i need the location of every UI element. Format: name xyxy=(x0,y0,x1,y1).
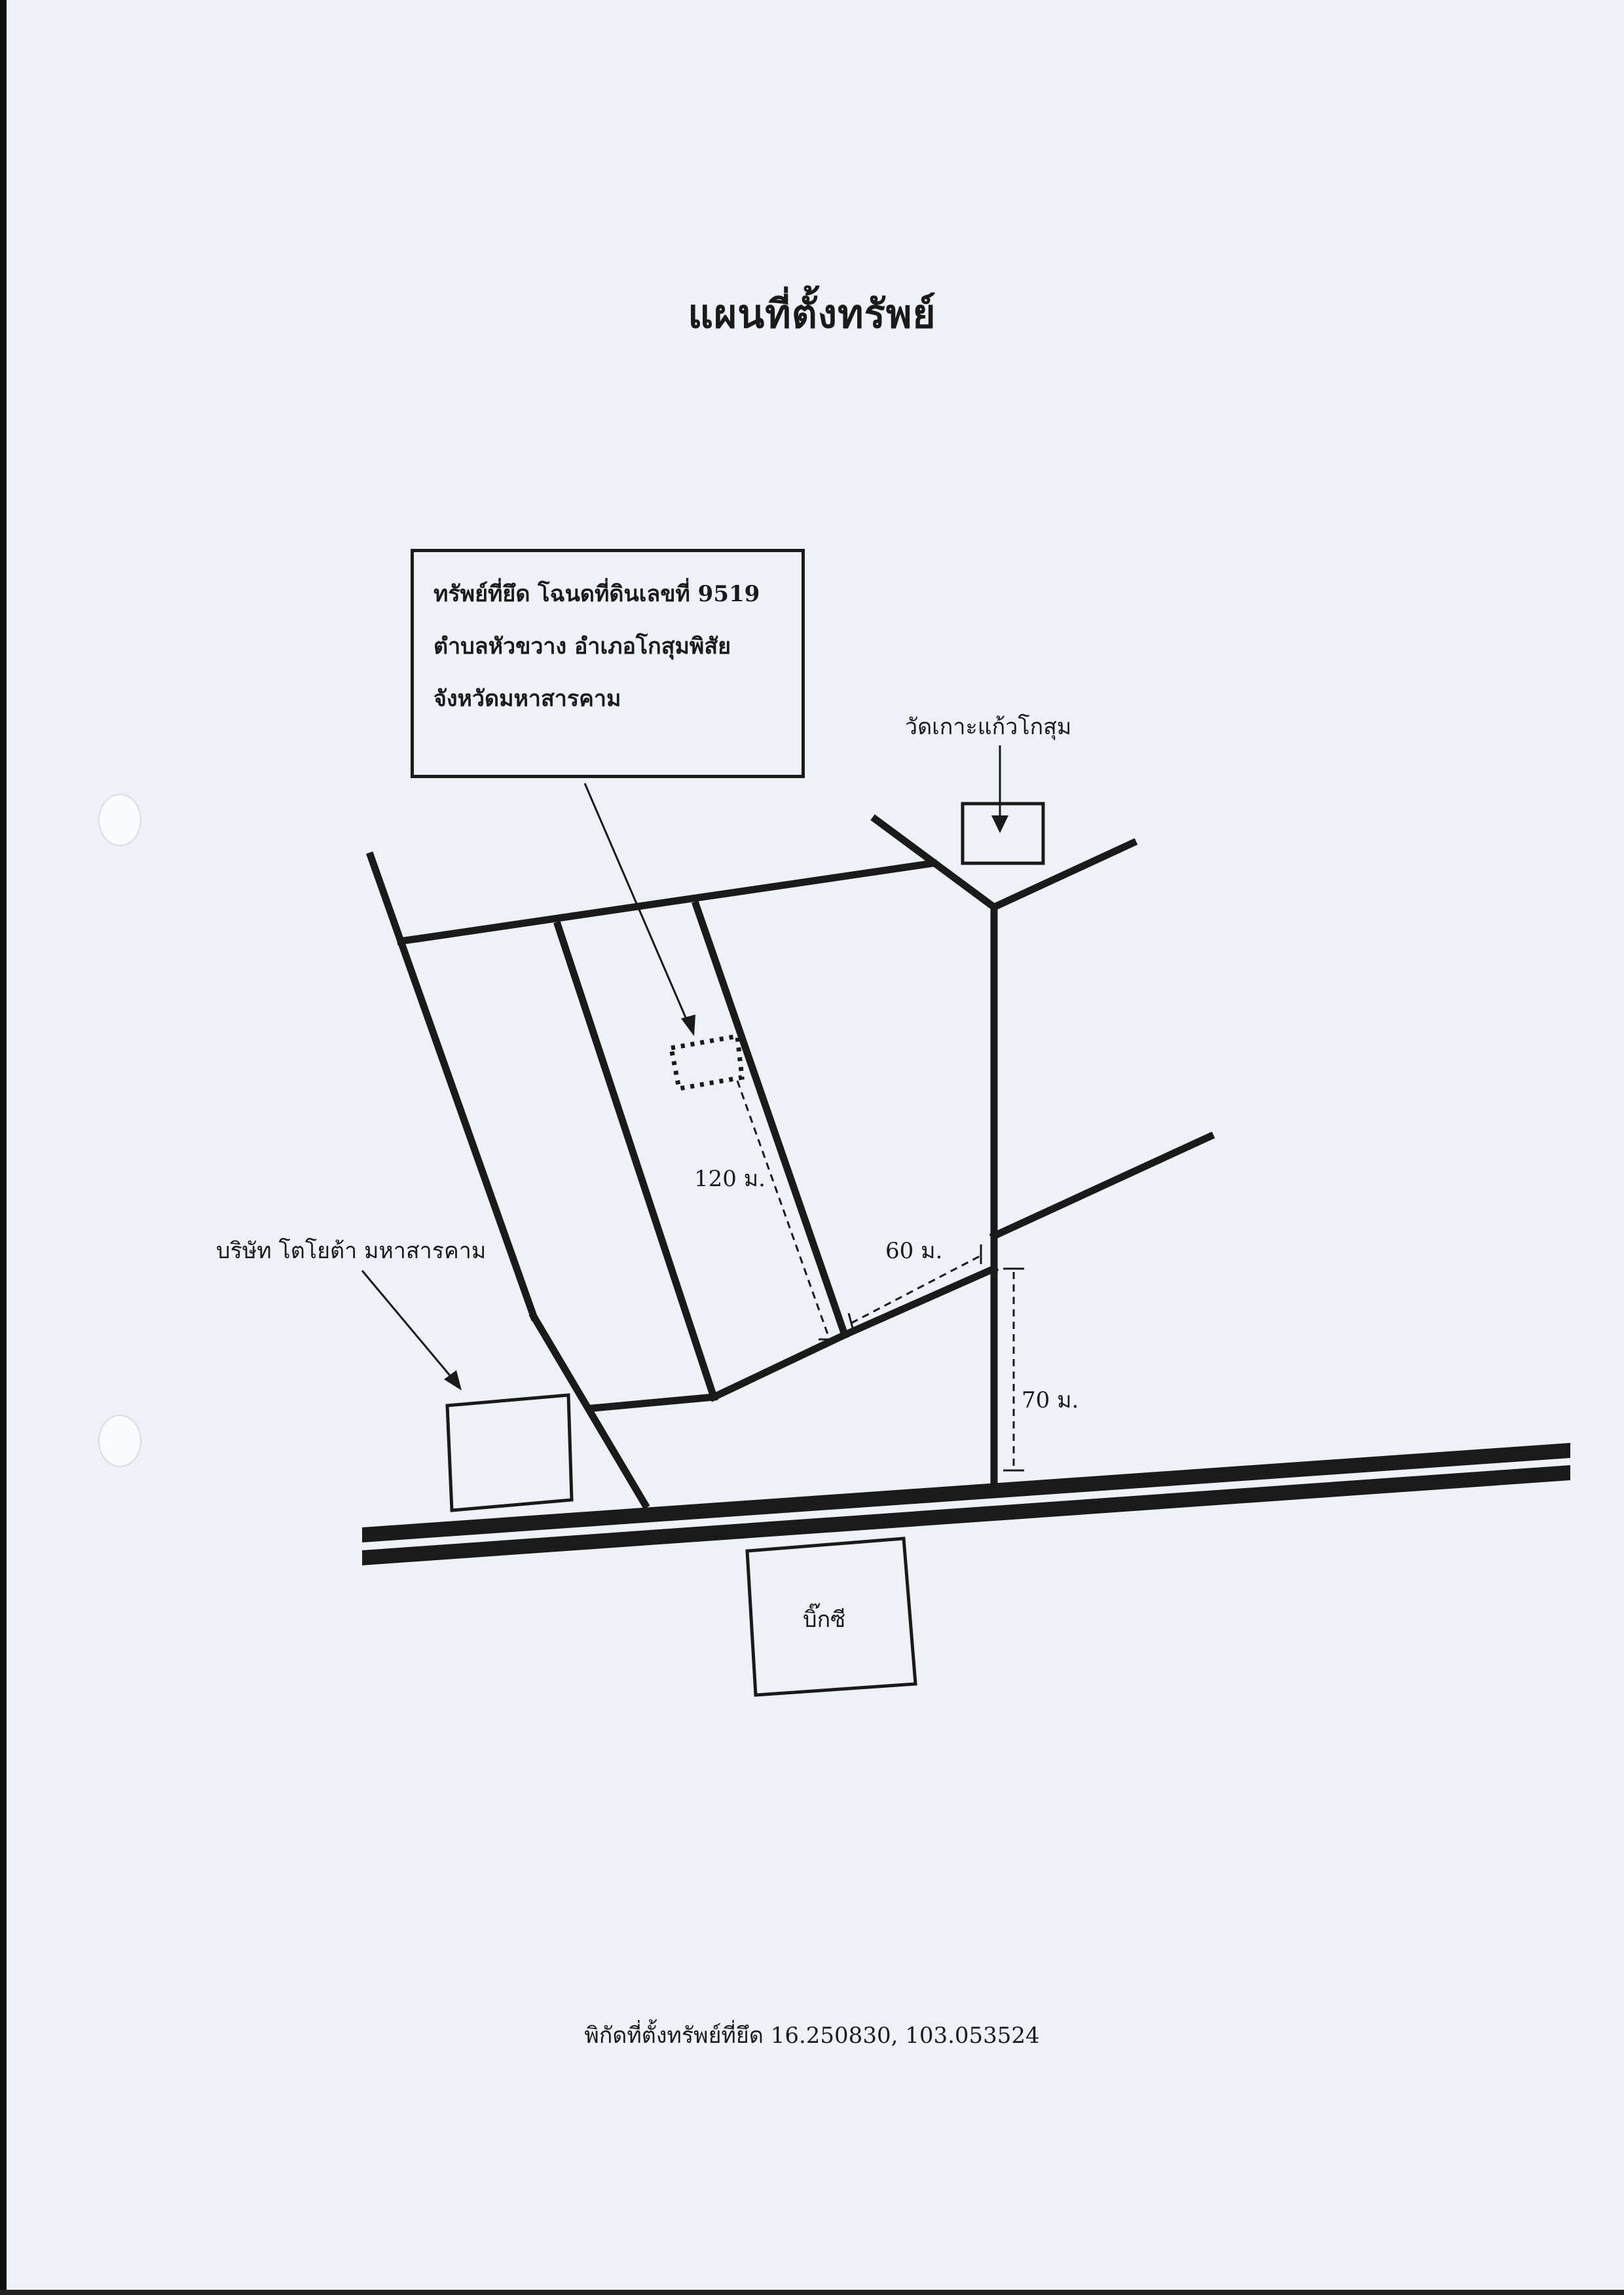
info-pointer-arrow xyxy=(583,783,690,1026)
company-pointer-arrow xyxy=(361,1270,454,1380)
road-east-extension xyxy=(989,1131,1215,1241)
road-northeast-branch-right xyxy=(989,838,1138,912)
lot-south-boundary-left xyxy=(589,1393,718,1412)
temple-box xyxy=(961,802,1045,865)
highway-north-lane xyxy=(362,1443,1570,1542)
label-distance-70m: 70 ม. xyxy=(1022,1387,1079,1413)
highway-south-lane xyxy=(362,1465,1570,1565)
dimension-60m-start-tick xyxy=(847,1313,855,1334)
punch-hole-top xyxy=(98,794,141,846)
map-title: แผนที่ตั้งทรัพย์ xyxy=(688,291,936,337)
lot-south-boundary-right xyxy=(709,1330,850,1402)
label-toyota-company: บริษัท โตโยต้า มหาสารคาม xyxy=(216,1238,487,1264)
temple-pointer-arrowhead xyxy=(991,815,1008,833)
label-bigc: บิ๊กซี xyxy=(803,1607,846,1633)
company-pointer-arrowhead xyxy=(444,1370,462,1390)
coordinates-footer: พิกัดที่ตั้งทรัพย์ที่ยึด 16.250830, 103.… xyxy=(584,2023,1040,2049)
road-east-diagonal xyxy=(840,1263,999,1340)
road-northeast-branch-left xyxy=(870,814,999,912)
info-deed-line: ทรัพย์ที่ยึด โฉนดที่ดินเลขที่ 9519 xyxy=(434,581,760,607)
info-subdistrict-line: ตำบลหัวขวาง อำเภอโกสุมพิสัย xyxy=(434,633,731,660)
road-northwest xyxy=(365,851,406,946)
label-distance-60m: 60 ม. xyxy=(885,1238,943,1264)
lot-line-east xyxy=(692,901,849,1339)
scan-left-edge xyxy=(0,0,7,2295)
dimension-120m xyxy=(736,1080,830,1337)
info-province-line: จังหวัดมหาสารคาม xyxy=(434,686,621,712)
punch-hole-bottom xyxy=(98,1415,141,1467)
property-marker xyxy=(668,1033,745,1092)
road-north-boundary xyxy=(396,859,938,946)
lot-line-west xyxy=(396,936,539,1322)
property-info-box: ทรัพย์ที่ยึด โฉนดที่ดินเลขที่ 9519 ตำบลห… xyxy=(411,549,805,778)
label-distance-120m: 120 ม. xyxy=(694,1166,766,1192)
lot-line-middle xyxy=(553,921,718,1402)
info-pointer-arrowhead xyxy=(681,1015,695,1036)
toyota-box xyxy=(445,1393,574,1512)
bigc-box xyxy=(745,1537,917,1697)
label-temple: วัดเกาะแก้วโกสุม xyxy=(905,714,1072,740)
scan-bottom-edge xyxy=(0,2290,1624,2295)
